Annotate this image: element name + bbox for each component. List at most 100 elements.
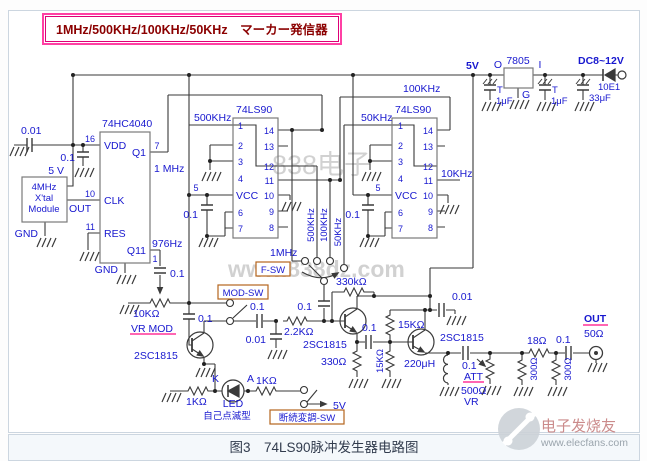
- mod-sw-lever: [232, 304, 248, 319]
- label-300-right: 300Ω: [563, 358, 574, 381]
- label-330ohm: 330Ω: [321, 356, 347, 368]
- switches: [225, 256, 349, 409]
- ls90a-pin1: 1: [238, 121, 243, 131]
- label-1uf-right: 1μF: [551, 96, 568, 107]
- label-reg-g: G: [522, 89, 530, 101]
- cap-0.1-q11: [154, 267, 166, 274]
- pink-underlines: [130, 324, 608, 383]
- ls90a-pin9: 9: [269, 207, 274, 217]
- label-f-sw: F-SW: [261, 265, 285, 276]
- ls90a-pin6: 6: [238, 208, 243, 218]
- label-mod-sw: MOD-SW: [223, 288, 264, 299]
- label-c01-fsw: 0.1: [297, 301, 312, 313]
- label-50ohm: 50Ω: [584, 328, 604, 340]
- label-15k-top: 15KΩ: [398, 319, 425, 331]
- resistor-vr-mod-10k: [143, 297, 177, 309]
- label-xtal-out: OUT: [69, 203, 92, 215]
- cap-1uf-right: [537, 78, 553, 91]
- transistor-2sc1815-mod: [186, 331, 214, 359]
- dc-input-terminal: [617, 70, 627, 80]
- ls90b-pin12: 12: [423, 162, 433, 172]
- label-976hz: 976Hz: [152, 238, 182, 250]
- label-100khz-vert: 100KHz: [319, 208, 330, 242]
- cap-0.1-interstage: [365, 335, 372, 349]
- label-reg-i: I: [539, 59, 542, 71]
- label-50khz-pin1: 50KHz: [361, 112, 393, 124]
- cap-0.1-ls90a: [201, 204, 213, 211]
- ls90b-pin13: 13: [423, 142, 433, 152]
- cap-33uf: [575, 78, 591, 91]
- transistors: [186, 307, 435, 359]
- ls90b-pin14: 14: [423, 126, 433, 136]
- junction-dots: [71, 73, 585, 393]
- ls90b-pin5: 5: [375, 183, 380, 193]
- ls90b-pin1: 1: [398, 121, 403, 131]
- resistor-15k-bottom: [384, 347, 396, 375]
- label-selfblink: 自己点滅型: [203, 410, 251, 422]
- ls90b-pin8: 8: [428, 223, 433, 233]
- cap-0.1-out2: [565, 346, 572, 360]
- cap-0.01-topleft: [26, 138, 33, 152]
- ls90b-pin11: 11: [424, 176, 433, 186]
- resistor-330ohm: [351, 347, 363, 375]
- ls90b-pin2: 2: [398, 141, 403, 151]
- output-connector: [588, 345, 604, 361]
- ls90a-pin3: 3: [238, 157, 243, 167]
- label-c01-modsw: 0.1: [250, 301, 265, 313]
- label-33uf: 33μF: [589, 93, 611, 104]
- schematic-labels: 74HC4040 VDD CLK RES Q1 Q11 GND 16 7 10 …: [15, 55, 624, 424]
- label-330k: 330kΩ: [336, 276, 367, 288]
- blink-sw-contacts: [299, 385, 309, 409]
- label-ic1: 74HC4040: [102, 118, 152, 130]
- ic-74hc4040-box: [99, 131, 151, 264]
- cap-0.1-out1: [462, 346, 469, 360]
- label-xtal-1: 4MHz: [32, 182, 57, 193]
- ls90a-pin13: 13: [264, 142, 274, 152]
- label-vdd: VDD: [104, 140, 127, 152]
- switch-label-boxes: [217, 261, 345, 425]
- ls90b-vcc: VCC: [395, 190, 418, 202]
- label-blink-sw: 断続変調-SW: [279, 412, 336, 424]
- label-ic3: 74LS90: [395, 104, 431, 116]
- label-15k-bottom: 15KΩ: [375, 349, 386, 373]
- label-c01-ls90b: 0.1: [345, 209, 360, 221]
- label-t-right: T: [552, 85, 558, 96]
- pin-7: 7: [154, 141, 159, 151]
- label-100khz-top: 100KHz: [403, 83, 440, 95]
- label-18ohm: 18Ω: [527, 335, 547, 347]
- label-1uf-left: 1μF: [496, 96, 513, 107]
- resistor-1k-left: [184, 385, 212, 397]
- label-500ohm: 500Ω: [461, 385, 487, 397]
- label-gnd-4040: GND: [95, 264, 119, 276]
- label-220uh: 220μH: [404, 358, 435, 370]
- f-sw-contacts: [300, 256, 349, 286]
- label-xtal-2: X'tal: [35, 193, 53, 204]
- mod-sw-contacts: [225, 298, 235, 326]
- label-2sc1815-osc: 2SC1815: [303, 339, 347, 351]
- resistor-att-500: [484, 356, 496, 382]
- label-7805: 7805: [506, 55, 530, 67]
- label-led-a: A: [247, 373, 254, 385]
- title-box: 1MHz/500KHz/100KHz/50KHz マーカー発信器: [42, 13, 342, 45]
- label-led: LED: [223, 398, 244, 410]
- label-c01-4040: 0.1: [60, 152, 75, 164]
- label-10k: 10KΩ: [133, 308, 160, 320]
- label-c01-mod: 0.1: [198, 313, 213, 325]
- label-clk: CLK: [104, 195, 124, 207]
- label-t-left: T: [497, 85, 503, 96]
- transistor-2sc1815-out: [407, 328, 435, 356]
- regulator-7805-box: [503, 67, 534, 89]
- transistor-2sc1815-osc: [339, 307, 367, 335]
- resistor-330k: [340, 286, 368, 298]
- schematic-frame: [8, 10, 640, 433]
- xtal-module-box: [21, 176, 68, 223]
- label-q1: Q1: [132, 147, 146, 159]
- resistor-1k-right: [252, 385, 280, 397]
- label-c01-interstage: 0.1: [362, 322, 377, 334]
- cap-0.01-bypass: [438, 303, 445, 317]
- page-title: 1MHz/500KHz/100KHz/50KHz マーカー発信器: [45, 16, 339, 42]
- pin-16: 16: [85, 134, 95, 144]
- watermark-elecfans: 电子发烧友 www.elecfans.com: [498, 408, 628, 450]
